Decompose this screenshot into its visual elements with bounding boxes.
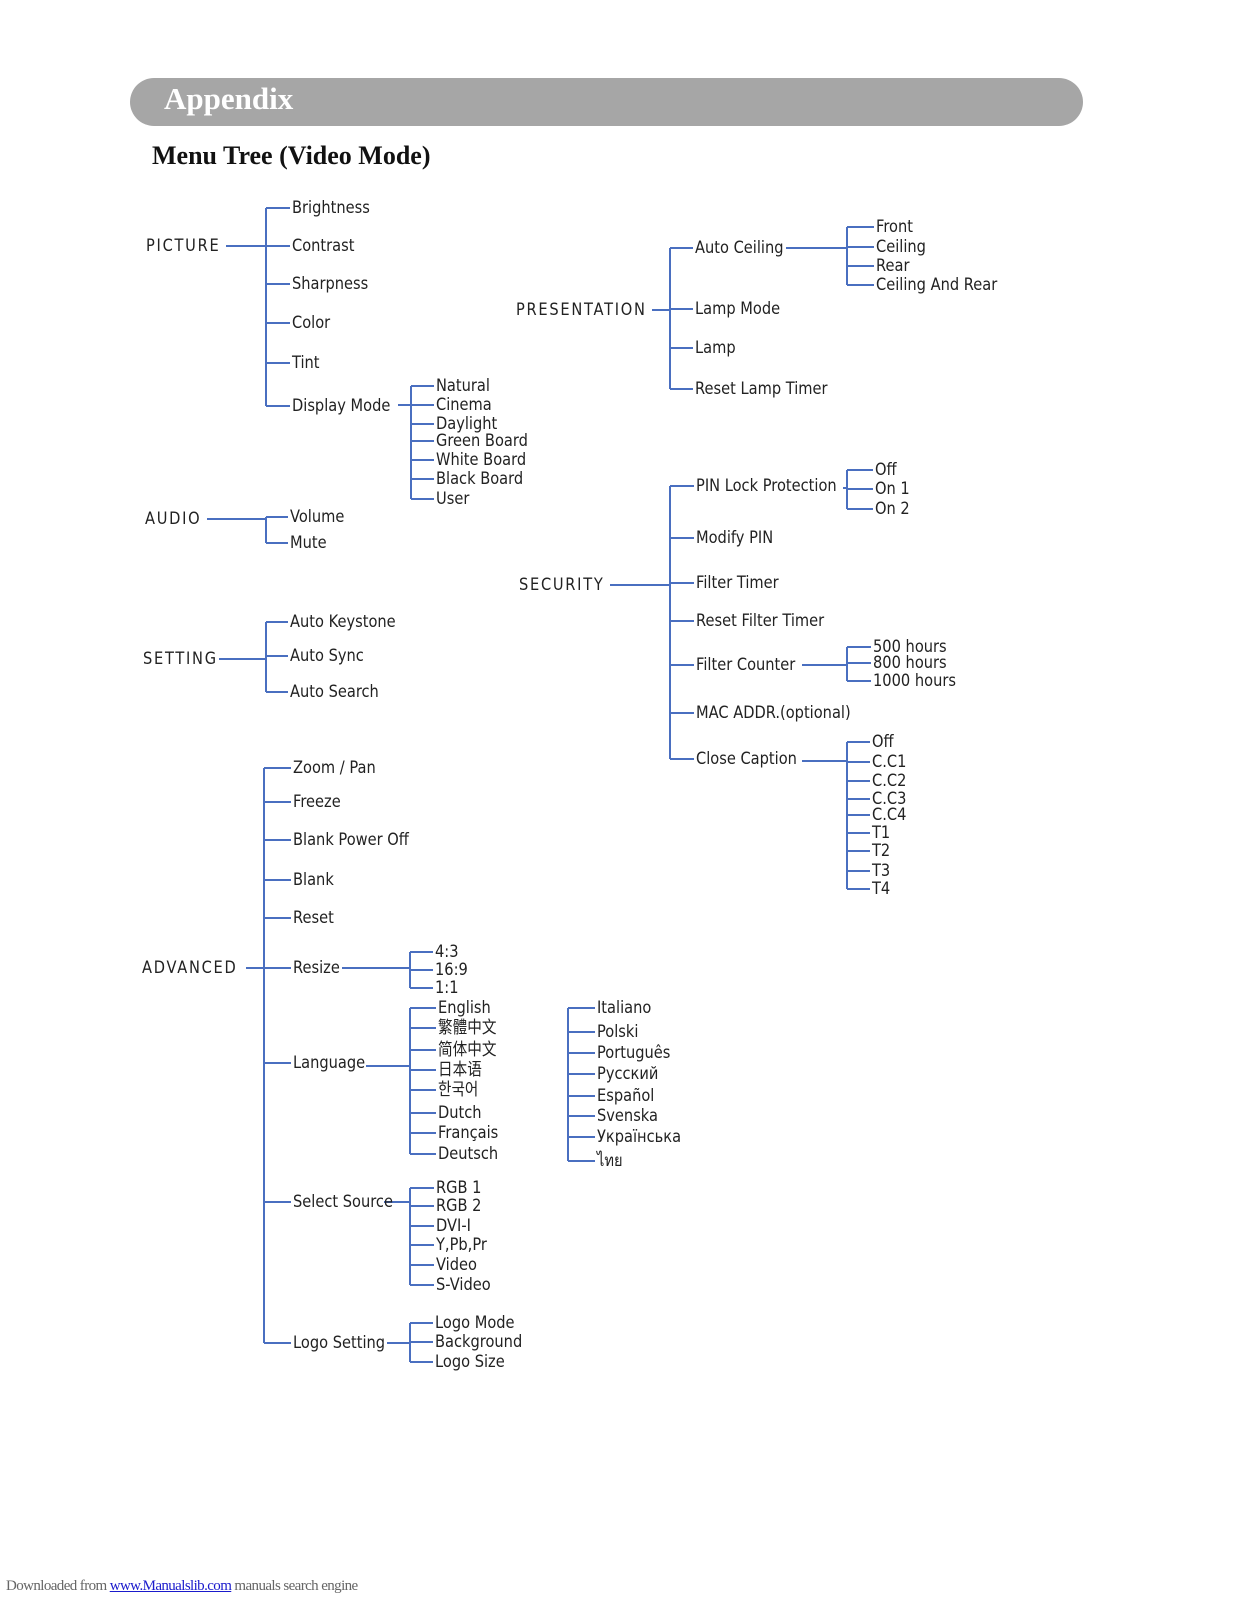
menu-security[interactable]: SECURITY	[519, 575, 605, 595]
language-option-item-4[interactable]: 한국어	[438, 1080, 479, 1100]
close-caption-option-c-c2[interactable]: C.C2	[872, 771, 907, 791]
menu-item-reset-lamp-timer[interactable]: Reset Lamp Timer	[695, 379, 828, 399]
auto-ceiling-option-rear[interactable]: Rear	[876, 256, 910, 276]
menu-audio[interactable]: AUDIO	[145, 509, 202, 529]
language-option-deutsch[interactable]: Deutsch	[438, 1144, 499, 1164]
auto-ceiling-option-ceiling-and-rear[interactable]: Ceiling And Rear	[876, 275, 998, 295]
source-option-s-video[interactable]: S-Video	[436, 1275, 491, 1295]
source-option-dvi-i[interactable]: DVI-I	[436, 1216, 471, 1236]
filter-counter-option-800-hours[interactable]: 800 hours	[873, 653, 947, 673]
resize-option-4-3[interactable]: 4:3	[435, 942, 459, 962]
language-option-item-3[interactable]: 日本语	[438, 1060, 482, 1080]
menu-advanced[interactable]: ADVANCED	[142, 958, 238, 978]
close-caption-option-t1[interactable]: T1	[872, 823, 891, 843]
display-mode-option-daylight[interactable]: Daylight	[436, 414, 498, 434]
language-option-item-1[interactable]: 繁體中文	[438, 1018, 497, 1038]
menu-presentation[interactable]: PRESENTATION	[516, 300, 647, 320]
footer: Downloaded from www.Manualslib.com manua…	[6, 1578, 358, 1595]
menu-item-mac-addr-optional[interactable]: MAC ADDR.(optional)	[696, 703, 851, 723]
menu-item-blank-power-off[interactable]: Blank Power Off	[293, 830, 409, 850]
language-option-espa-ol[interactable]: Español	[597, 1086, 655, 1106]
language-option-11[interactable]: Русский	[597, 1064, 659, 1084]
menu-item-color[interactable]: Color	[292, 313, 331, 333]
menu-item-display-mode[interactable]: Display Mode	[292, 396, 391, 416]
section-banner: Appendix	[130, 78, 1083, 126]
source-option-rgb-2[interactable]: RGB 2	[436, 1196, 482, 1216]
menu-item-auto-keystone[interactable]: Auto Keystone	[290, 612, 396, 632]
language-option-svenska[interactable]: Svenska	[597, 1106, 658, 1126]
source-option-video[interactable]: Video	[436, 1255, 477, 1275]
menu-item-reset-filter-timer[interactable]: Reset Filter Timer	[696, 611, 825, 631]
logo-option-logo-mode[interactable]: Logo Mode	[435, 1313, 515, 1333]
section-title: Appendix	[164, 81, 294, 116]
menu-item-volume[interactable]: Volume	[290, 507, 345, 527]
manualslib-link[interactable]: www.Manualslib.com	[109, 1578, 232, 1594]
menu-item-lamp[interactable]: Lamp	[695, 338, 736, 358]
menu-item-tint[interactable]: Tint	[292, 353, 320, 373]
pin-lock-option-off[interactable]: Off	[875, 460, 897, 480]
language-option-15[interactable]: ไทย	[597, 1151, 623, 1171]
menu-item-language[interactable]: Language	[293, 1053, 366, 1073]
menu-item-filter-timer[interactable]: Filter Timer	[696, 573, 779, 593]
menu-item-lamp-mode[interactable]: Lamp Mode	[695, 299, 781, 319]
display-mode-option-black-board[interactable]: Black Board	[436, 469, 524, 489]
auto-ceiling-option-ceiling[interactable]: Ceiling	[876, 237, 926, 257]
close-caption-option-t3[interactable]: T3	[872, 861, 891, 881]
display-mode-option-natural[interactable]: Natural	[436, 376, 490, 396]
menu-item-auto-ceiling[interactable]: Auto Ceiling	[695, 238, 784, 258]
close-caption-option-off[interactable]: Off	[872, 732, 894, 752]
filter-counter-option-500-hours[interactable]: 500 hours	[873, 637, 947, 657]
menu-item-mute[interactable]: Mute	[290, 533, 327, 553]
menu-picture[interactable]: PICTURE	[146, 236, 221, 256]
language-option-item-2[interactable]: 简体中文	[438, 1040, 497, 1060]
resize-option-1-1[interactable]: 1:1	[435, 978, 459, 998]
menu-item-resize[interactable]: Resize	[293, 958, 340, 978]
close-caption-option-c-c1[interactable]: C.C1	[872, 752, 907, 772]
pin-lock-option-on-2[interactable]: On 2	[875, 499, 910, 519]
menu-item-filter-counter[interactable]: Filter Counter	[696, 655, 796, 675]
menu-item-freeze[interactable]: Freeze	[293, 792, 341, 812]
display-mode-option-white-board[interactable]: White Board	[436, 450, 527, 470]
close-caption-option-t2[interactable]: T2	[872, 841, 891, 861]
menu-setting[interactable]: SETTING	[143, 649, 218, 669]
language-option-dutch[interactable]: Dutch	[438, 1103, 482, 1123]
close-caption-option-c-c4[interactable]: C.C4	[872, 805, 907, 825]
language-option-14[interactable]: Українська	[597, 1127, 682, 1147]
source-option-y-pb-pr[interactable]: Y,Pb,Pr	[436, 1235, 487, 1255]
language-option-fran-ais[interactable]: Français	[438, 1123, 499, 1143]
menu-item-brightness[interactable]: Brightness	[292, 198, 370, 218]
menu-item-contrast[interactable]: Contrast	[292, 236, 355, 256]
auto-ceiling-option-front[interactable]: Front	[876, 217, 913, 237]
logo-option-logo-size[interactable]: Logo Size	[435, 1352, 505, 1372]
menu-item-zoom-pan[interactable]: Zoom / Pan	[293, 758, 376, 778]
footer-prefix: Downloaded from	[6, 1578, 110, 1594]
resize-option-16-9[interactable]: 16:9	[435, 960, 468, 980]
menu-item-sharpness[interactable]: Sharpness	[292, 274, 369, 294]
menu-item-reset[interactable]: Reset	[293, 908, 334, 928]
close-caption-option-c-c3[interactable]: C.C3	[872, 789, 907, 809]
close-caption-option-t4[interactable]: T4	[872, 879, 891, 899]
language-option-polski[interactable]: Polski	[597, 1022, 639, 1042]
menu-item-close-caption[interactable]: Close Caption	[696, 749, 797, 769]
logo-option-background[interactable]: Background	[435, 1332, 523, 1352]
menu-item-blank[interactable]: Blank	[293, 870, 334, 890]
page-title: Menu Tree (Video Mode)	[152, 141, 431, 170]
menu-item-logo-setting[interactable]: Logo Setting	[293, 1333, 386, 1353]
source-option-rgb-1[interactable]: RGB 1	[436, 1178, 482, 1198]
menu-item-pin-lock-protection[interactable]: PIN Lock Protection	[696, 476, 837, 496]
language-option-portugu-s[interactable]: Português	[597, 1043, 671, 1063]
display-mode-option-cinema[interactable]: Cinema	[436, 395, 492, 415]
menu-item-select-source[interactable]: Select Source	[293, 1192, 393, 1212]
menu-item-modify-pin[interactable]: Modify PIN	[696, 528, 774, 548]
language-option-english[interactable]: English	[438, 998, 491, 1018]
display-mode-option-user[interactable]: User	[436, 489, 470, 509]
display-mode-option-green-board[interactable]: Green Board	[436, 431, 528, 451]
footer-suffix: manuals search engine	[231, 1578, 358, 1594]
pin-lock-option-on-1[interactable]: On 1	[875, 479, 910, 499]
filter-counter-option-1000-hours[interactable]: 1000 hours	[873, 671, 956, 691]
menu-item-auto-search[interactable]: Auto Search	[290, 682, 379, 702]
menu-item-auto-sync[interactable]: Auto Sync	[290, 646, 364, 666]
language-option-italiano[interactable]: Italiano	[597, 998, 652, 1018]
